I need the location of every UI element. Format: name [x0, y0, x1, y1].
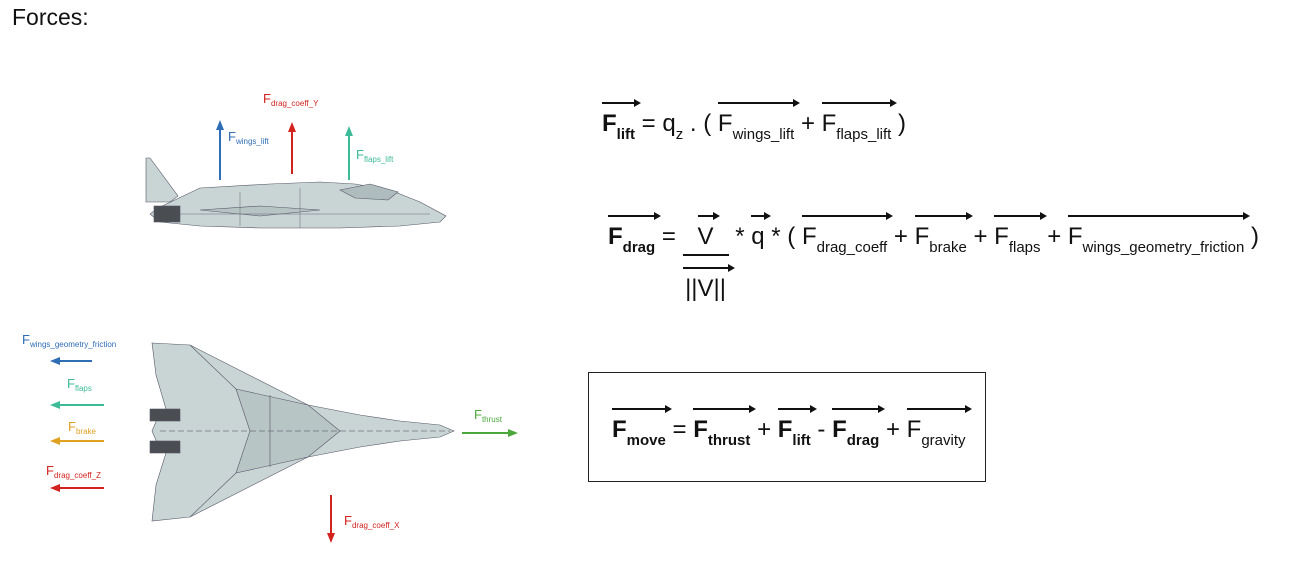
label-flaps: Fflaps	[67, 376, 92, 393]
label-drag-coeff-x: Fdrag_coeff_X	[344, 513, 400, 530]
move-equation-box	[588, 372, 986, 482]
wings-geometry-friction-arrow	[50, 357, 92, 365]
drag-term-3: Fflaps	[994, 211, 1047, 256]
move-term-gravity: Fgravity	[906, 404, 972, 449]
drag-coeff-z-arrow	[50, 484, 104, 492]
label-thrust: Fthrust	[474, 407, 502, 424]
drag-lhs: Fdrag	[608, 211, 662, 256]
drag-fraction-numerator: V	[697, 211, 720, 250]
label-brake: Fbrake	[68, 419, 96, 436]
label-flaps-lift: Fflaps_lift	[356, 147, 394, 164]
top-view-jet-icon	[149, 342, 455, 522]
drag-term-1: Fdrag_coeff	[801, 211, 894, 256]
thrust-arrow	[462, 429, 518, 437]
drag-equation: Fdrag = V ||V|| * q * ( Fdrag_coeff + Fb…	[608, 211, 1259, 302]
brake-arrow	[50, 437, 104, 445]
page-title: Forces:	[12, 4, 89, 30]
drag-fraction-denominator: ||V||	[682, 263, 735, 301]
move-term-drag: Fdrag	[832, 404, 886, 449]
flaps-arrow	[50, 401, 104, 409]
lift-equation: Flift = qz . ( Fwings_lift + Fflaps_lift…	[602, 98, 906, 143]
label-drag-coeff-y: Fdrag_coeff_Y	[263, 91, 319, 108]
move-lhs: Fmove	[612, 404, 672, 449]
drag-coeff-y-arrow	[288, 122, 296, 174]
drag-fraction: V ||V||	[682, 211, 735, 301]
lift-term-2: Fflaps_lift	[821, 98, 898, 143]
wings-lift-arrow	[216, 120, 224, 180]
label-wings-geometry-friction: Fwings_geometry_friction	[22, 332, 117, 349]
label-wings-lift: Fwings_lift	[228, 129, 269, 146]
top-view-aircraft-figure	[50, 342, 518, 543]
lift-term-1: Fwings_lift	[717, 98, 801, 143]
side-view-aircraft-figure	[145, 120, 447, 229]
drag-q: q	[751, 211, 772, 250]
lift-lhs: Flift	[602, 98, 641, 143]
drag-coeff-x-arrow	[327, 495, 335, 543]
move-term-lift: Flift	[777, 404, 817, 449]
lift-q: qz	[662, 110, 684, 143]
flaps-lift-arrow	[345, 126, 353, 180]
move-term-thrust: Fthrust	[693, 404, 757, 449]
move-equation: Fmove = Fthrust + Flift - Fdrag + Fgravi…	[612, 404, 972, 449]
label-drag-coeff-z: Fdrag_coeff_Z	[46, 463, 101, 480]
side-view-jet-icon	[145, 157, 447, 229]
drag-term-2: Fbrake	[914, 211, 974, 256]
drag-term-4: Fwings_geometry_friction	[1067, 211, 1251, 256]
